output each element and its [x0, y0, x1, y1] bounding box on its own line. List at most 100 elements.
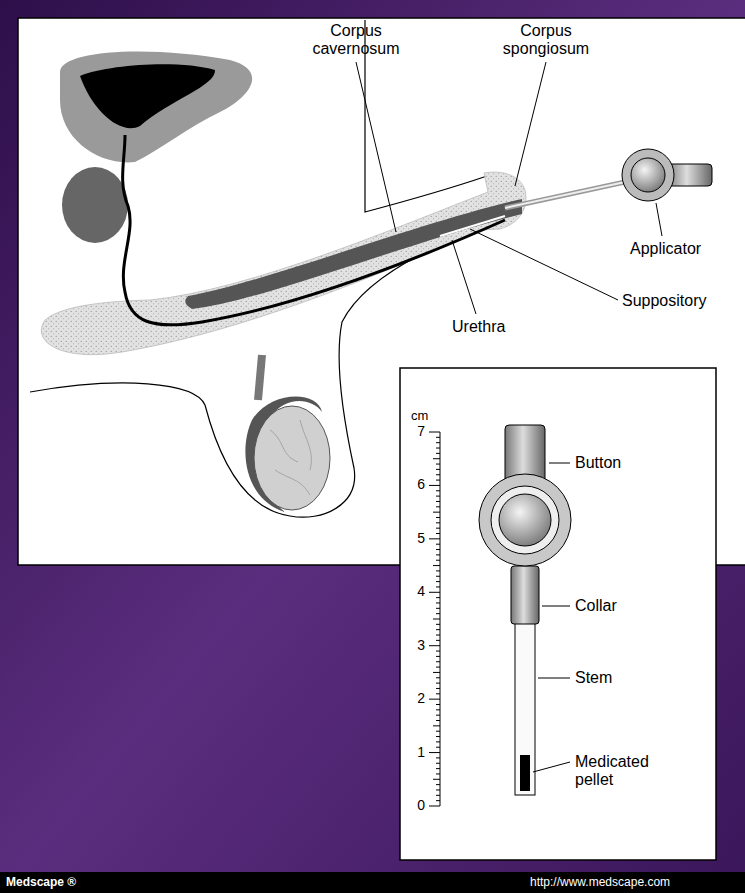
ruler-tick [429, 538, 440, 539]
inset-ball [499, 494, 551, 546]
applicator-stem [505, 182, 625, 208]
footer-bar [0, 872, 745, 893]
ruler-tick [436, 768, 440, 769]
part-label: Medicated pellet [575, 753, 675, 789]
corpus-cavernosum [185, 199, 522, 309]
applicator-stem-highlight [505, 182, 625, 208]
ruler-tick [436, 570, 440, 571]
inset-ring [491, 486, 559, 554]
bladder-lumen [80, 64, 215, 128]
ruler-tick [436, 629, 440, 630]
part-label: Urethra [452, 318, 505, 336]
ruler-tick [436, 586, 440, 587]
ruler-tick [436, 464, 440, 465]
ruler-tick [429, 806, 440, 807]
ruler-tick [436, 747, 440, 748]
inset-collar [511, 566, 539, 624]
ruler-tick [436, 517, 440, 518]
scale-number: 1 [403, 744, 425, 760]
ruler-tick [436, 656, 440, 657]
scale-number: 2 [403, 690, 425, 706]
ruler-tick [429, 485, 440, 486]
leader-lines [356, 62, 662, 314]
ruler-tick [433, 512, 440, 513]
ruler-tick [436, 635, 440, 636]
ruler-tick [436, 763, 440, 764]
inset-panel [400, 368, 716, 860]
unit-label: cm [411, 408, 428, 423]
ruler-tick [436, 533, 440, 534]
scale-number: 3 [403, 637, 425, 653]
ruler-tick [433, 779, 440, 780]
ruler-tick [436, 480, 440, 481]
ruler [429, 432, 440, 806]
ruler-tick [429, 645, 440, 646]
part-label: Suppository [622, 292, 707, 310]
ruler-tick [436, 442, 440, 443]
ruler-tick [436, 560, 440, 561]
ruler-tick [436, 773, 440, 774]
ruler-tick [436, 528, 440, 529]
scale-number: 6 [403, 476, 425, 492]
testis-veins [270, 420, 311, 495]
part-label: Corpus cavernosum [306, 22, 406, 58]
ruler-tick [436, 693, 440, 694]
part-label: Stem [575, 669, 612, 687]
ruler-tick [436, 469, 440, 470]
footer-url: http://www.medscape.com [530, 875, 670, 889]
ruler-tick [436, 496, 440, 497]
scale-number: 7 [403, 423, 425, 439]
ruler-tick [436, 608, 440, 609]
part-label: Collar [575, 597, 617, 615]
ruler-tick [436, 661, 440, 662]
applicator-body [622, 149, 674, 201]
ruler-tick [436, 522, 440, 523]
ruler-tick [433, 458, 440, 459]
ruler-tick [436, 800, 440, 801]
testis [254, 406, 330, 510]
ruler-tick [436, 709, 440, 710]
ruler-tick [436, 731, 440, 732]
ruler-tick [436, 554, 440, 555]
ruler-tick [436, 795, 440, 796]
applicator-ring [631, 158, 665, 192]
ruler-tick [436, 683, 440, 684]
ruler-tick [436, 624, 440, 625]
ruler-tick [429, 752, 440, 753]
part-label: Applicator [630, 240, 701, 258]
urethra [123, 135, 505, 325]
footer-brand: Medscape ® [6, 875, 76, 889]
ruler-tick [436, 613, 440, 614]
ruler-tick [436, 715, 440, 716]
scale-number: 0 [403, 797, 425, 813]
ruler-tick [436, 688, 440, 689]
corpus-spongiosum [41, 172, 526, 355]
ruler-tick [436, 549, 440, 550]
ruler-tick [436, 501, 440, 502]
inset-stem [515, 620, 535, 795]
ruler-tick [436, 640, 440, 641]
ruler-tick [436, 677, 440, 678]
part-label: Corpus spongiosum [496, 22, 596, 58]
medicated-pellet [520, 755, 530, 791]
ruler-tick [436, 544, 440, 545]
spermatic-cord [258, 355, 262, 400]
ruler-tick [436, 741, 440, 742]
ruler-tick [436, 757, 440, 758]
suppository [440, 216, 505, 236]
ruler-tick [436, 720, 440, 721]
ruler-tick [433, 672, 440, 673]
part-label: Button [575, 454, 621, 472]
prostate [62, 167, 128, 243]
ruler-tick [429, 699, 440, 700]
ruler-tick [433, 565, 440, 566]
ruler-tick [436, 597, 440, 598]
ruler-tick [436, 784, 440, 785]
ruler-tick [436, 490, 440, 491]
ruler-tick [436, 474, 440, 475]
ruler-tick [436, 453, 440, 454]
ruler-tick [433, 725, 440, 726]
ruler-tick [436, 576, 440, 577]
ruler-tick [436, 437, 440, 438]
